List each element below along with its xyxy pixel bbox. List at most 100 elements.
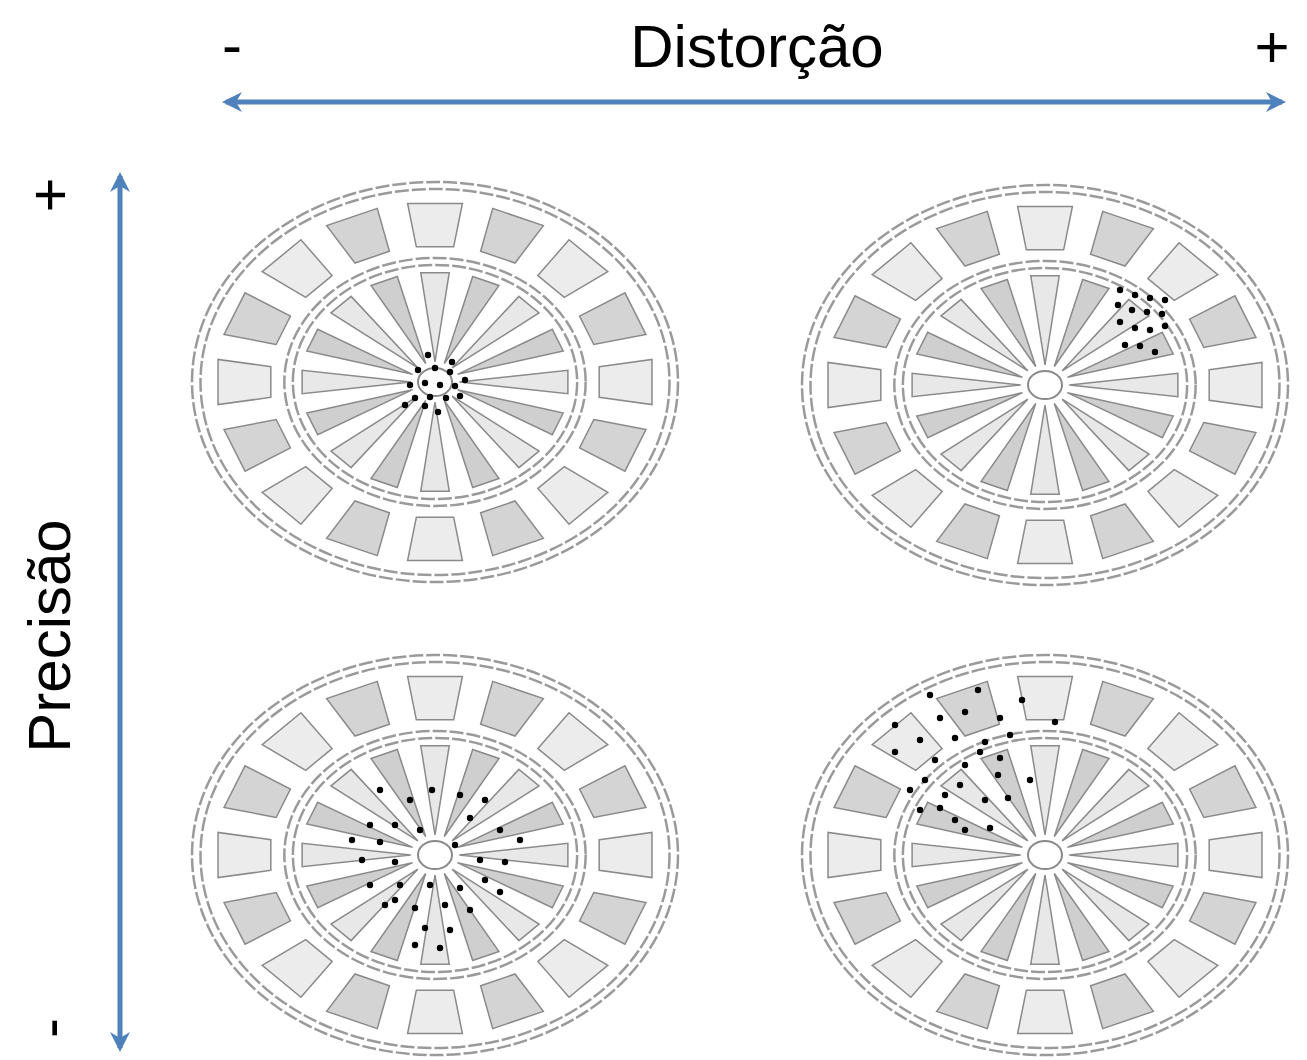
dart-hit [917,807,923,813]
dart-hit [497,889,503,895]
dart-hit [457,885,463,891]
dart-hit [377,787,383,793]
dart-hit [962,827,968,833]
board-ring [811,662,1280,1048]
board-segment [1148,470,1218,528]
dart-hit [1052,719,1058,725]
board-segment [1190,296,1256,348]
board-segment [327,501,390,556]
board-segment [1209,832,1262,877]
dart-hit [497,827,503,833]
dart-hit [1147,327,1153,333]
board-segment [408,990,463,1033]
dart-hit [482,877,488,883]
dart-hit [952,735,958,741]
board-segment [327,974,390,1029]
board-segment [262,713,332,771]
dart-hit [1019,697,1025,703]
board-segment [327,681,390,736]
board-segment [872,243,942,301]
board-wedge [912,373,1021,396]
axis-title: Precisão [20,519,80,752]
dart-hit [907,787,913,793]
board-segment [828,362,881,407]
dart-hit [412,905,418,911]
board-ring [903,738,1187,972]
dart-hit [477,857,483,863]
board-wedge [981,749,1036,836]
dart-hit [937,715,943,721]
board-wedge [371,873,426,960]
board-segment [1148,713,1218,771]
board-wedge [302,843,411,866]
board-segment [262,240,332,298]
dart-hit [952,817,958,823]
dart-hit [392,897,398,903]
board-segment [872,470,942,528]
board-wedge [459,843,568,866]
dart-hit [402,402,408,408]
board-segment [580,766,646,818]
dart-hit [429,787,435,793]
board-segment [408,517,463,560]
dart-hit [417,827,423,833]
dart-hit [457,792,463,798]
board-segment [262,940,332,998]
board-ring [802,655,1288,1055]
dart-hit [407,382,413,388]
dart-hit [1152,349,1158,355]
dart-hit [442,902,448,908]
dart-hit [392,859,398,865]
dart-hit [462,377,468,383]
dart-hit [1144,309,1150,315]
dart-hit [1162,323,1168,329]
board-segment [1018,206,1073,249]
board-wedge [307,802,413,847]
board-segment [408,676,463,719]
dart-hit [1117,287,1123,293]
bullseye [1028,841,1062,869]
board-segment [481,681,544,736]
board-segment [599,832,652,877]
dart-hit [422,925,428,931]
dartboard [802,185,1288,585]
board-segment [538,940,608,998]
dartboard [192,182,678,582]
dart-hit [457,393,463,399]
dart-hit [927,692,933,698]
dart-hit [1129,307,1135,313]
dart-hit [977,749,983,755]
board-wedge [444,873,499,960]
dart-hit [392,822,398,828]
dart-hit [995,772,1001,778]
board-segment [262,467,332,525]
dart-hit [957,782,963,788]
board-wedge [1031,746,1059,835]
axis-arrow [226,100,1282,105]
board-wedge [1069,373,1178,396]
dart-hit [452,842,458,848]
dart-hit [932,757,938,763]
dart-hit [982,797,988,803]
dart-hit [1117,319,1123,325]
board-ring [293,265,577,499]
board-segment [481,974,544,1029]
board-segment [1091,681,1154,736]
board-wedge [917,863,1023,908]
board-segment [327,208,390,263]
board-segment [224,893,290,945]
board-ring [192,655,678,1055]
axis-sign: - [20,1018,80,1038]
board-wedge [307,390,413,435]
board-segment [937,504,1000,559]
board-wedge [1054,403,1109,490]
board-ring [201,189,670,575]
dart-hit [359,857,365,863]
dart-hit [382,902,388,908]
board-segment [1091,974,1154,1029]
board-wedge [421,746,449,835]
dart-hit [435,409,441,415]
axis-title: Distorção [630,17,883,77]
dartboard [802,655,1288,1055]
